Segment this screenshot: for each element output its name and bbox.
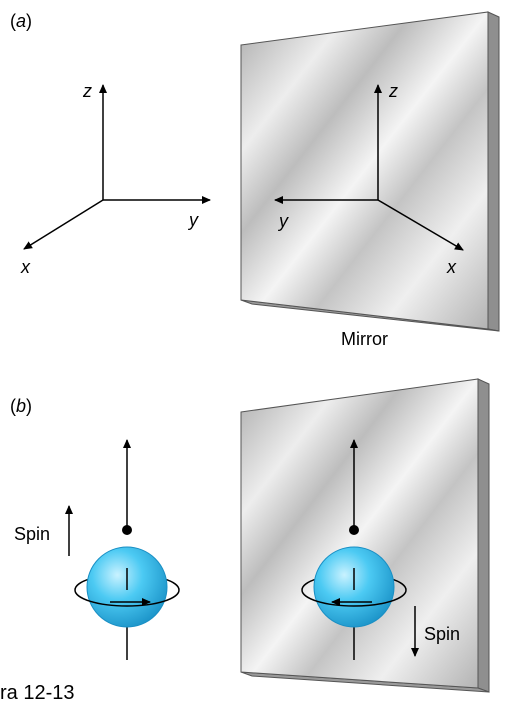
mirror-b-face <box>240 378 479 689</box>
mirror-y-label: y <box>277 211 289 231</box>
left-z-label: z <box>82 81 92 101</box>
mirror-axes: z y x <box>274 81 464 277</box>
mirror-b <box>240 378 490 693</box>
figure-caption: ra 12-13 <box>0 682 75 704</box>
panel-a-label: (a) <box>10 11 32 31</box>
left-spin-label: Spin <box>14 524 50 544</box>
mirror-particle-dot <box>349 525 359 535</box>
left-particle: Spin <box>14 439 180 660</box>
left-axes: z y x <box>20 81 211 277</box>
mirror-a-face <box>240 11 489 330</box>
mirror-a-side <box>487 11 500 332</box>
mirror-b-side <box>477 378 490 693</box>
mirror-x-axis <box>377 199 464 251</box>
mirror-caption: Mirror <box>341 329 388 349</box>
mirror-a <box>240 11 500 332</box>
left-x-axis <box>23 199 104 250</box>
left-y-label: y <box>187 210 199 230</box>
mirror-x-label: x <box>446 257 457 277</box>
mirror-spin-label: Spin <box>424 624 460 644</box>
mirror-particle: Spin <box>301 439 460 660</box>
mirror-z-label: z <box>388 81 398 101</box>
left-orbit-front <box>74 589 180 607</box>
panel-b-label: (b) <box>10 396 32 416</box>
mirror-orbit-front <box>301 589 407 607</box>
left-particle-dot <box>122 525 132 535</box>
left-x-label: x <box>20 257 31 277</box>
